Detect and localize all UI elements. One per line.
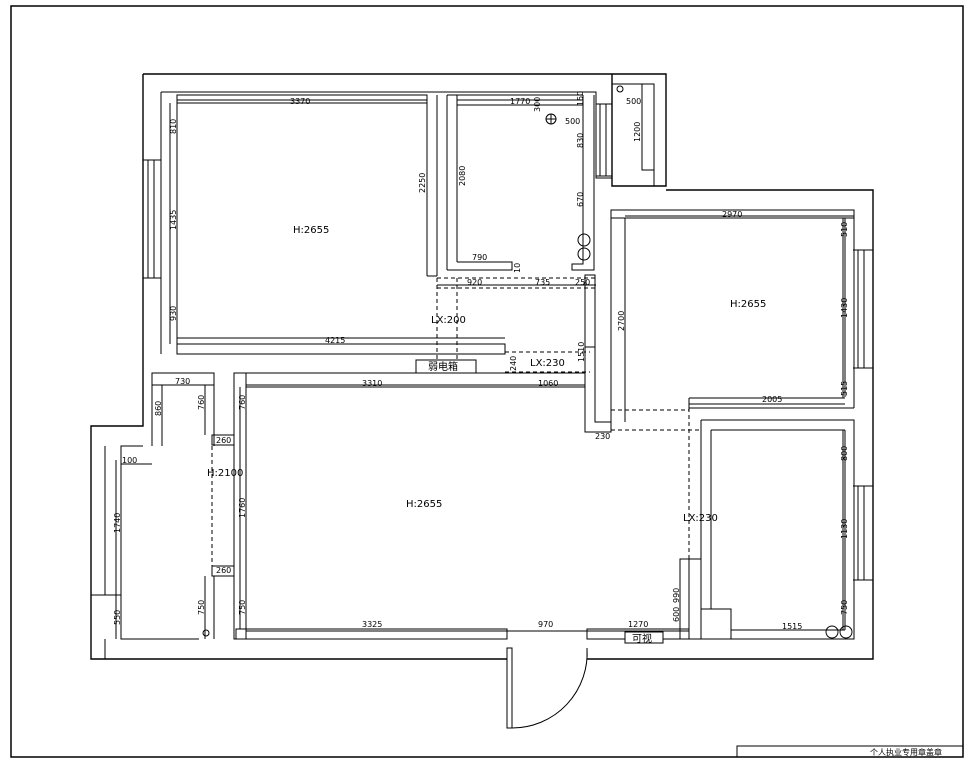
dim-text: 4215: [325, 336, 345, 345]
dim-text: 240: [509, 356, 518, 371]
dim-text: 230: [595, 432, 610, 441]
dim-text: 3310: [362, 379, 382, 388]
dim-text: 1200: [633, 122, 642, 142]
sheet-border: [10, 5, 964, 758]
beam-label: LX:200: [431, 315, 466, 326]
dim-text: 750: [197, 600, 206, 615]
room-height-label: H:2655: [730, 299, 766, 310]
entry-door: [506, 647, 588, 729]
dim-text: 790: [472, 253, 487, 262]
window-kitchen: [596, 103, 612, 177]
dimension-texts-vertical: 810 1435 930 2250 2080 300 150 830 670 1…: [113, 91, 849, 625]
window-west: [143, 159, 161, 279]
dim-text: 1430: [840, 298, 849, 318]
dim-text: 2250: [418, 173, 427, 193]
dim-text: 1270: [628, 620, 648, 629]
dimension-texts: 3370 1770 500 500 790 920 735 250 4215 2…: [122, 97, 802, 631]
dim-text: 970: [538, 620, 553, 629]
dim-text: 500: [565, 117, 580, 126]
dim-text: 1130: [840, 519, 849, 539]
stove-icon: [577, 233, 591, 247]
dim-text: 600: [672, 607, 681, 622]
dim-text: 1515: [782, 622, 802, 631]
dim-text: 510: [840, 222, 849, 237]
dim-text: 250: [575, 278, 590, 287]
dim-text: 670: [576, 192, 585, 207]
dim-text: 1760: [238, 498, 247, 518]
stove-icon: [577, 247, 591, 261]
dim-text: 1740: [113, 513, 122, 533]
interior-walls: [151, 94, 855, 640]
dim-text: 2700: [617, 311, 626, 331]
dim-text: 1510: [577, 342, 586, 362]
balcony-box: [611, 83, 655, 187]
dim-text: 990: [672, 588, 681, 603]
window-east-lower: [853, 485, 873, 581]
dim-text: 860: [154, 401, 163, 416]
outlet-icon: [202, 629, 210, 637]
dim-text: 10: [513, 263, 522, 273]
dim-text: 2080: [458, 166, 467, 186]
title-block-text: 个人执业专用章盖章: [870, 747, 942, 757]
dim-text: 750: [238, 600, 247, 615]
dim-text: 260: [216, 436, 231, 445]
dim-text: 735: [535, 278, 550, 287]
dim-text: 760: [197, 395, 206, 410]
dim-text: 730: [175, 377, 190, 386]
dim-text: 930: [169, 306, 178, 321]
dim-text: 500: [626, 97, 641, 106]
dim-text: 920: [467, 278, 482, 287]
visual-intercom: [624, 631, 664, 644]
dim-text: 2005: [762, 395, 782, 404]
dim-text: 300: [533, 97, 542, 112]
dim-text: 515: [840, 381, 849, 396]
dim-text: 550: [113, 610, 122, 625]
dim-text: 2970: [722, 210, 742, 219]
room-height-label: H:2655: [406, 499, 442, 510]
visual-intercom-label: 可视: [632, 632, 652, 645]
dimension-lines: [115, 99, 854, 639]
dim-text: 1060: [538, 379, 558, 388]
room-height-label: H:2655: [293, 225, 329, 236]
window-east-upper: [853, 249, 873, 369]
outlet-icon: [825, 625, 839, 639]
dim-text: 1770: [510, 97, 530, 106]
weak-box: [415, 359, 477, 374]
dim-text: 800: [840, 446, 849, 461]
dim-text: 760: [238, 395, 247, 410]
dim-text: 810: [169, 119, 178, 134]
dim-text: 3370: [290, 97, 310, 106]
title-block: [736, 745, 964, 758]
dim-text: 100: [122, 456, 137, 465]
room-height-label: H:2100: [207, 468, 243, 479]
dim-text: 3325: [362, 620, 382, 629]
dim-text: 150: [576, 91, 585, 106]
exterior-wall: [90, 73, 874, 660]
beam-lines: [211, 277, 702, 566]
beam-label: LX:230: [530, 358, 565, 369]
beam-label: LX:230: [683, 513, 718, 524]
weak-box-label: 弱电箱: [428, 360, 458, 373]
dim-text: 260: [216, 566, 231, 575]
dim-text: 1435: [169, 210, 178, 230]
dim-text: 830: [576, 133, 585, 148]
fixtures: [202, 113, 853, 639]
dim-text: 750: [840, 600, 849, 615]
outlet-icon: [839, 625, 853, 639]
